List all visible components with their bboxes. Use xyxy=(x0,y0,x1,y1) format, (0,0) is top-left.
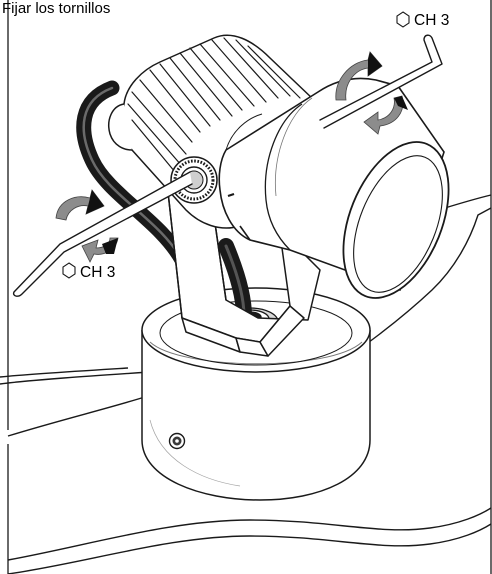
rotation-arrow-right-icon xyxy=(335,51,408,135)
callout-label: CH 3 xyxy=(80,264,115,281)
heatsink-fins xyxy=(127,37,301,179)
callout-bottom-left: CH 3 xyxy=(62,262,115,281)
callout-top-right: CH 3 xyxy=(396,11,449,29)
instruction-text: Fijar los tornillos xyxy=(2,0,110,17)
callout-label: CH 3 xyxy=(414,12,449,29)
hex-key-size-icon xyxy=(396,11,410,28)
hex-key-right-icon xyxy=(319,34,443,129)
lens-front xyxy=(342,141,450,299)
rotation-arrow-left-icon xyxy=(55,189,119,263)
base-screw-icon xyxy=(168,432,186,450)
frame-lines xyxy=(7,0,492,574)
hex-key-size-icon xyxy=(62,262,76,279)
hex-key-left-icon xyxy=(12,171,193,297)
